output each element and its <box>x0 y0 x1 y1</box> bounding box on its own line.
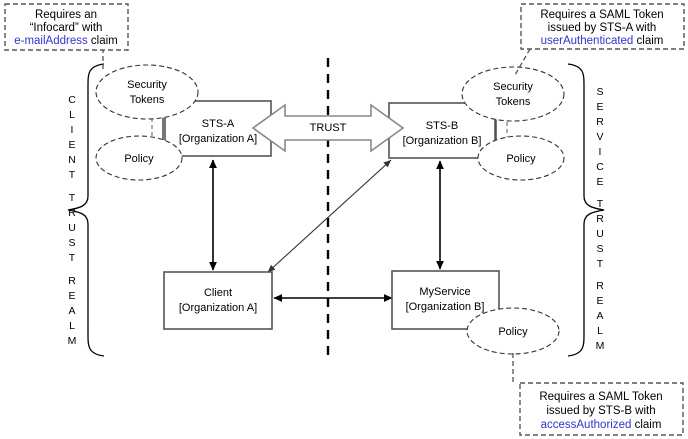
callout-saml-sts-b-line2: issued by STS-B with <box>546 405 655 417</box>
client-trust-realm-brace <box>67 63 105 357</box>
svg-text:U: U <box>68 222 76 234</box>
node-myservice-line2: [Organization B] <box>406 301 485 313</box>
svg-text:A: A <box>596 310 603 322</box>
callout-saml-sts-a: Requires a SAML Token issued by STS-A wi… <box>514 3 685 76</box>
ellipse-security-tokens-a-line1: Security <box>127 79 167 91</box>
svg-text:I: I <box>599 146 602 158</box>
ellipse-security-tokens-a-line2: Tokens <box>130 94 165 106</box>
service-trust-realm-brace <box>567 63 605 357</box>
svg-text:R: R <box>596 280 604 292</box>
svg-text:L: L <box>69 109 75 121</box>
svg-text:S: S <box>596 243 603 255</box>
svg-text:R: R <box>596 213 604 225</box>
svg-text:C: C <box>596 161 604 173</box>
node-sts-a-line2: [Organization A] <box>179 133 257 145</box>
svg-text:M: M <box>596 340 605 352</box>
ellipse-security-tokens-b-line2: Tokens <box>496 96 531 108</box>
svg-text:M: M <box>68 335 77 347</box>
svg-text:T: T <box>69 169 76 181</box>
svg-text:T: T <box>69 252 76 264</box>
svg-text:E: E <box>596 295 603 307</box>
callout-saml-sts-a-claim: userAuthenticated <box>541 35 634 47</box>
callout-saml-sts-a-line2: issued by STS-A with <box>548 22 657 34</box>
arrow-client-sts-b-diagonal <box>267 159 392 273</box>
ellipse-security-tokens-b[interactable]: Security Tokens <box>461 66 565 122</box>
callout-infocard-line1: Requires an <box>35 9 97 21</box>
service-trust-realm-letters: S E R V I C E T R U S T R E A L M <box>596 86 605 352</box>
node-sts-a-line1: STS-A <box>202 118 235 130</box>
trust-double-arrow: TRUST <box>251 103 405 153</box>
svg-text:T: T <box>597 198 604 210</box>
callout-infocard: Requires an “Infocard” with e-mailAddres… <box>4 3 129 72</box>
svg-text:T: T <box>597 258 604 270</box>
callout-saml-sts-a-line3: userAuthenticated claim <box>541 35 664 47</box>
node-sts-b-line2: [Organization B] <box>403 135 482 147</box>
svg-text:N: N <box>68 154 76 166</box>
svg-text:U: U <box>596 228 604 240</box>
ellipse-policy-a[interactable]: Policy <box>95 135 183 181</box>
svg-text:E: E <box>596 176 603 188</box>
ellipse-policy-a-label: Policy <box>124 153 154 165</box>
callout-infocard-line3: e-mailAddress claim <box>14 35 118 47</box>
ellipse-policy-service-label: Policy <box>498 326 528 338</box>
svg-text:A: A <box>68 305 75 317</box>
node-sts-b-line1: STS-B <box>426 120 458 132</box>
client-trust-realm-letters: C L I E N T T R U S T R E A L M <box>68 94 77 347</box>
ellipse-policy-b[interactable]: Policy <box>477 135 565 181</box>
callout-infocard-line2: “Infocard” with <box>30 22 103 34</box>
ellipse-policy-service[interactable]: Policy <box>466 307 560 355</box>
callout-saml-sts-b-line3: accessAuthorized claim <box>541 419 662 431</box>
svg-text:E: E <box>596 101 603 113</box>
callout-saml-sts-b-claim: accessAuthorized <box>541 419 632 431</box>
trust-label: TRUST <box>310 122 347 134</box>
svg-text:C: C <box>68 94 76 106</box>
svg-text:E: E <box>68 290 75 302</box>
node-client-line1: Client <box>204 287 232 299</box>
svg-text:L: L <box>597 325 603 337</box>
svg-text:R: R <box>68 207 76 219</box>
callout-saml-sts-b: Requires a SAML Token issued by STS-B wi… <box>512 353 684 436</box>
svg-text:S: S <box>68 237 75 249</box>
svg-text:V: V <box>596 131 603 143</box>
callout-infocard-claim: e-mailAddress <box>14 35 88 47</box>
svg-text:I: I <box>71 124 74 136</box>
ellipse-security-tokens-b-line1: Security <box>493 81 533 93</box>
callout-saml-sts-a-claim-suffix: claim <box>633 35 663 47</box>
callout-saml-sts-a-line1: Requires a SAML Token <box>540 9 663 21</box>
ellipse-policy-b-label: Policy <box>506 153 536 165</box>
node-myservice-line1: MyService <box>419 286 470 298</box>
node-client-line2: [Organization A] <box>179 302 257 314</box>
callout-infocard-claim-suffix: claim <box>88 35 118 47</box>
callout-saml-sts-b-claim-suffix: claim <box>631 419 661 431</box>
svg-text:L: L <box>69 320 75 332</box>
node-client[interactable]: Client [Organization A] <box>163 271 273 330</box>
callout-saml-sts-b-line1: Requires a SAML Token <box>539 391 662 403</box>
svg-text:R: R <box>68 275 76 287</box>
svg-text:E: E <box>68 139 75 151</box>
svg-text:R: R <box>596 116 604 128</box>
svg-text:T: T <box>69 192 76 204</box>
ellipse-security-tokens-a[interactable]: Security Tokens <box>95 64 199 120</box>
svg-text:S: S <box>596 86 603 98</box>
